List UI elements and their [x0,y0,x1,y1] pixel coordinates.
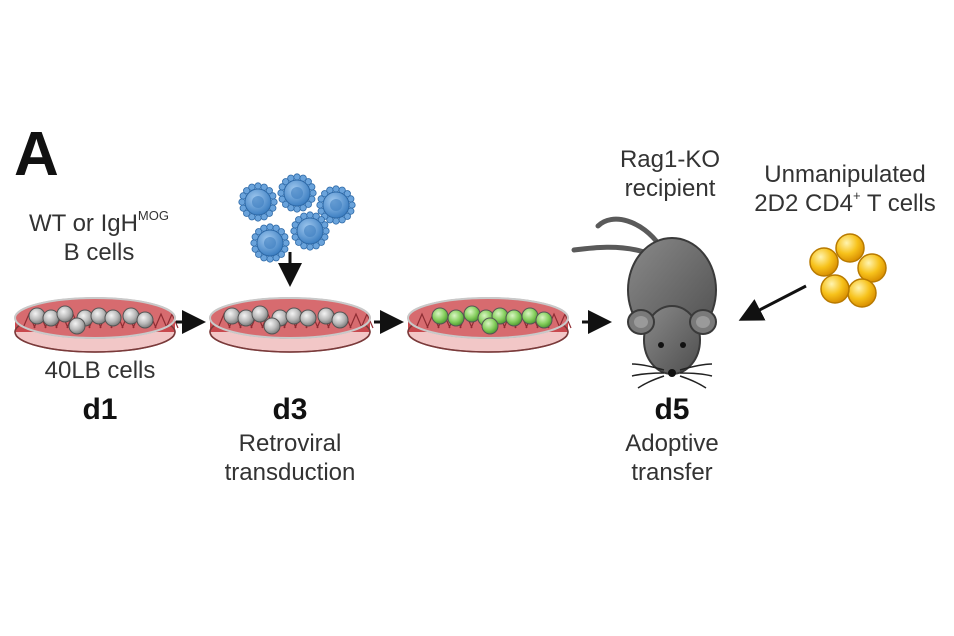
b-cell-label-prefix: WT or IgH [29,210,138,237]
transduced-b-cell [481,317,499,335]
panel-label: A [14,120,59,189]
arrow-tcells-to-mouse [738,284,807,321]
b-cell [263,317,281,335]
t-cell [847,278,877,308]
b-cell-label-line2: B cells [63,238,135,266]
step2-desc-line1: Retroviral [238,430,342,457]
b-cell [56,305,74,323]
culture-dish-transduced [407,297,572,353]
b-cell [299,309,317,327]
transduced-b-cell [521,307,539,325]
t-cell-line2-prefix: 2D2 CD4 [754,189,853,217]
b-cell [285,307,303,325]
b-cell [104,309,122,327]
transduced-b-cell [463,305,481,323]
recipient-line2: recipient [624,174,716,202]
retrovirus-particles [238,173,356,263]
b-cell [251,305,269,323]
step2-desc-line2: transduction [224,458,356,486]
b-cell-label-sup: MOG [137,208,169,223]
t-cell-cluster [809,233,887,308]
t-cell-line2-suffix: T cells [860,189,936,217]
virus-particle [316,185,356,225]
virus-particle [277,173,317,213]
t-cell-line1: Unmanipulated [764,161,926,188]
b-cell [223,307,241,325]
step3-desc-line1: Adoptive [625,430,719,457]
day-label-d3: d3 [272,393,308,426]
transduced-b-cell [431,307,449,325]
t-cell-label: Unmanipulated 2D2 CD4+ T cells [740,161,950,219]
b-cell [317,307,335,325]
day-label-d5: d5 [654,393,690,426]
t-cell [835,233,865,263]
b-cell [122,307,140,325]
t-cell [857,253,887,283]
t-cell-line2-sup: + [852,187,861,203]
transduced-b-cell [447,309,465,327]
b-cell [136,311,154,329]
b-cell [68,317,86,335]
virus-particle [250,223,290,263]
transduced-b-cell [505,309,523,327]
t-cell [820,274,850,304]
transduced-b-cell [535,311,553,329]
virus-particle [290,211,330,251]
culture-dish-d1 [14,297,179,353]
step3-description: Adoptive transfer [582,430,762,488]
b-cell [42,309,60,327]
day-label-d1: d1 [82,393,118,426]
virus-particle [238,182,278,222]
recipient-line1: Rag1-KO [619,146,721,173]
b-cell-label: WT or IgHMOG B cells [14,208,184,268]
b-cell [28,307,46,325]
b-cell [90,307,108,325]
recipient-label: Rag1-KO recipient [590,146,750,204]
b-cell [237,309,255,327]
step3-desc-line2: transfer [631,458,713,486]
step2-description: Retroviral transduction [190,430,390,488]
culture-dish-d3 [209,297,374,353]
t-cell [809,247,839,277]
feeder-label: 40LB cells [44,357,156,384]
b-cell [331,311,349,329]
mouse-icon [571,216,717,389]
